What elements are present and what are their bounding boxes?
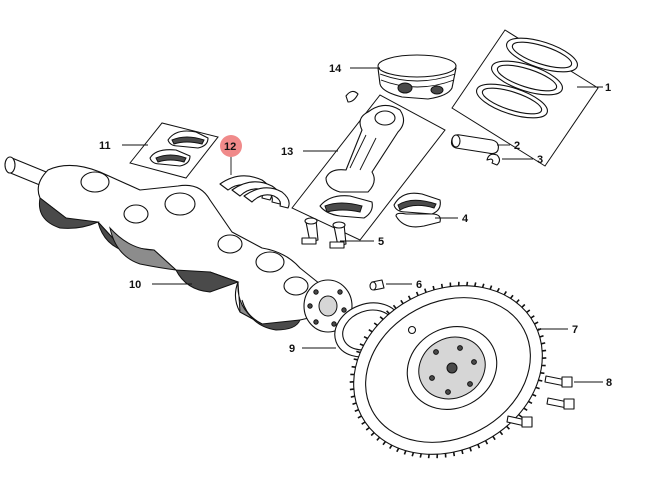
gear-tooth [351,365,356,368]
gear-tooth [361,421,366,425]
gear-tooth [368,329,373,333]
gear-tooth [363,335,368,340]
callout-labels: 1 2 3 4 5 6 7 8 9 10 11 12 13 14 [99,63,612,389]
gear-tooth [539,334,544,338]
gear-tooth [352,402,357,406]
gear-tooth [389,444,393,450]
gear-tooth [492,435,496,441]
callout-4[interactable]: 4 [462,213,469,225]
pin-circlip[interactable] [486,153,501,166]
gear-tooth [407,295,412,300]
gear-tooth [373,322,378,327]
gear-tooth [379,316,384,320]
gear-tooth [518,413,523,418]
gear-tooth [382,441,387,446]
gear-tooth [419,453,422,458]
gear-tooth [541,342,546,345]
callout-3[interactable]: 3 [537,154,543,166]
gear-tooth [530,315,535,319]
gear-tooth [499,431,504,436]
gear-tooth [489,285,493,290]
thrust-washers[interactable] [219,175,290,209]
connecting-rod [325,104,405,193]
gear-tooth [396,447,400,453]
gear-tooth [424,288,427,293]
gear-tooth [376,436,381,441]
gear-tooth [392,304,397,309]
gear-tooth [496,287,500,293]
gear-tooth [440,283,444,289]
gear-tooth [528,400,533,405]
gear-tooth [356,350,361,354]
callout-6[interactable]: 6 [416,279,422,291]
callout-13[interactable]: 13 [281,146,293,158]
piston[interactable] [377,54,457,100]
rod-bolts[interactable] [301,217,347,249]
callout-12[interactable]: 12 [224,141,236,153]
gear-tooth [509,294,514,299]
gear-tooth [526,309,531,314]
callout-5[interactable]: 5 [378,236,384,248]
callout-14[interactable]: 14 [329,63,342,75]
gear-tooth [542,349,547,352]
gear-tooth [521,303,526,308]
gear-tooth [477,444,481,449]
gear-tooth [386,310,390,315]
gear-tooth [452,451,456,457]
gear-tooth [469,447,472,452]
piston-rings-group[interactable] [451,29,599,167]
gear-tooth [427,454,430,459]
connecting-rod-group[interactable] [291,94,446,241]
gear-tooth [432,285,435,291]
gear-tooth [534,321,539,325]
gear-tooth [400,299,404,305]
gear-tooth [411,452,415,457]
callout-9[interactable]: 9 [289,343,295,355]
gear-tooth [503,290,507,296]
gear-tooth [532,393,537,397]
dowel-pin[interactable] [369,279,385,291]
gear-tooth [506,425,510,430]
gear-tooth [353,358,358,361]
flywheel-teeth [349,281,547,459]
leader-lines [122,67,603,383]
flywheel[interactable] [324,253,572,481]
gear-tooth [403,450,407,455]
callout-2[interactable]: 2 [514,140,520,152]
gear-tooth [357,415,362,419]
piston-crown [377,54,457,78]
callout-11[interactable]: 11 [99,140,111,152]
gear-tooth [481,283,485,288]
callout-1[interactable]: 1 [605,82,611,94]
rod-bearing-shells[interactable] [393,192,441,228]
callout-12-highlight [220,135,242,157]
gear-tooth [474,282,477,287]
gear-tooth [359,343,364,347]
gear-tooth [466,281,469,286]
gear-tooth [515,299,520,304]
gear-tooth [535,386,540,390]
gear-tooth [538,379,543,382]
crankshaft[interactable] [4,156,353,333]
gear-tooth [350,395,355,398]
flywheel-bolts[interactable] [506,375,575,428]
gear-tooth [415,291,419,296]
gear-tooth [540,372,545,375]
callout-7[interactable]: 7 [572,324,578,336]
main-bearing-group[interactable] [129,122,219,179]
gear-tooth [370,432,375,437]
gear-tooth [461,449,464,455]
gear-tooth [365,426,370,431]
gear-tooth [523,407,528,411]
gear-tooth [354,408,359,412]
gear-tooth [349,388,354,391]
gear-tooth [484,440,489,445]
piston-pin[interactable] [450,134,499,155]
callout-10[interactable]: 10 [129,279,141,291]
callout-8[interactable]: 8 [606,377,612,389]
circlip[interactable] [345,90,359,103]
